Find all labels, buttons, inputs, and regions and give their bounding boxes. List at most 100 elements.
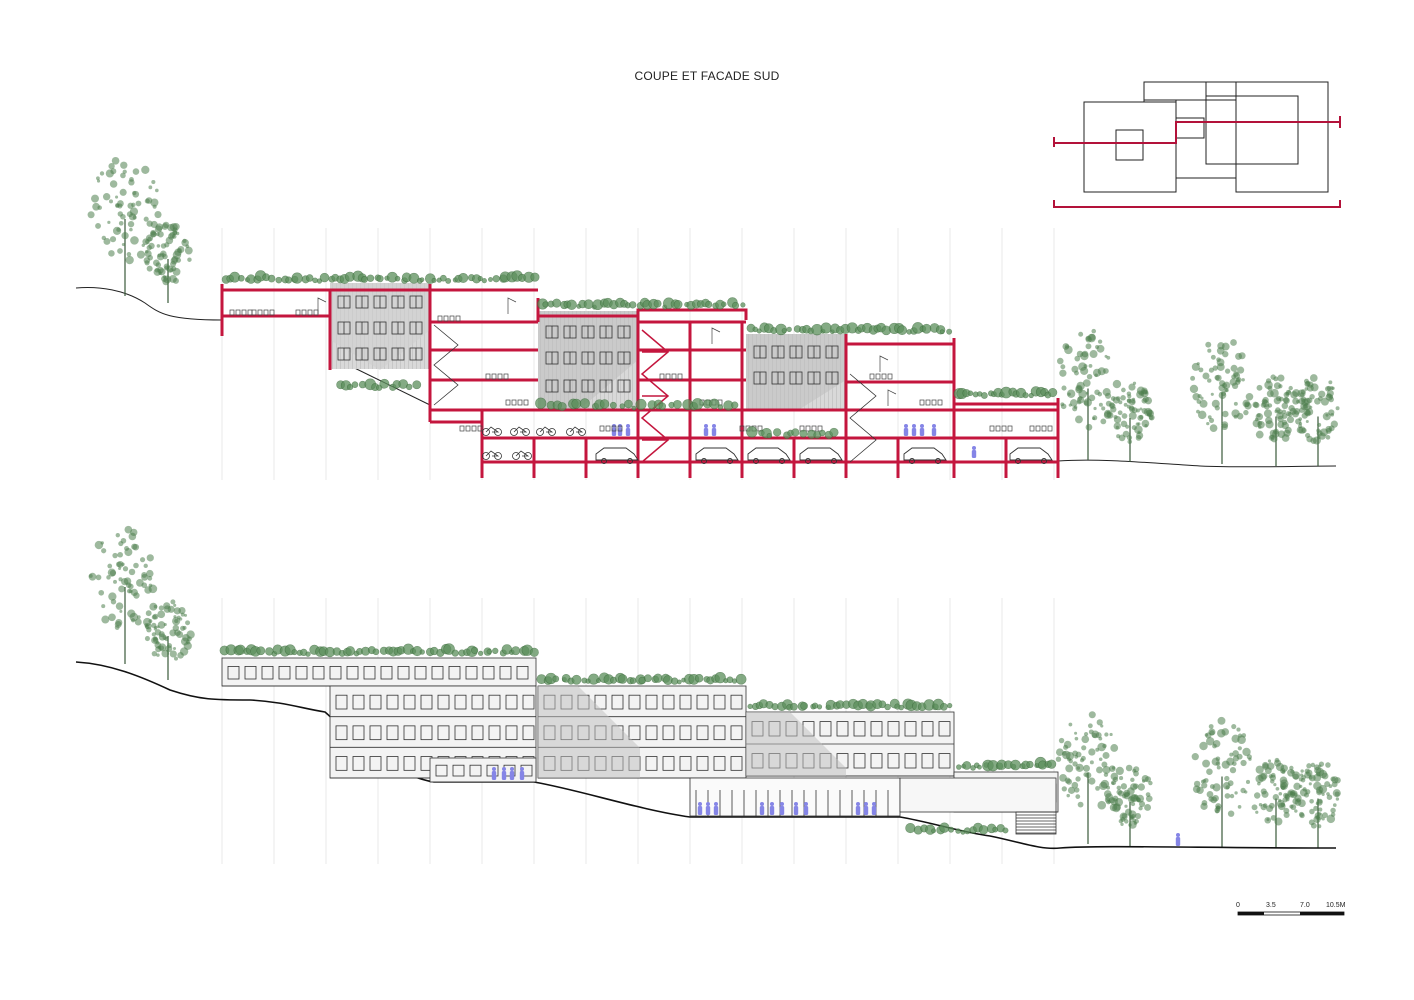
tree-foliage xyxy=(1316,799,1323,806)
facade-person xyxy=(793,806,799,815)
facade-window xyxy=(499,666,512,680)
tree-foliage xyxy=(1124,804,1128,808)
shrub xyxy=(458,272,469,283)
shrub xyxy=(1002,827,1009,834)
tree-foliage xyxy=(1207,348,1212,353)
tree-foliage xyxy=(1198,367,1204,373)
facade-window xyxy=(870,721,883,737)
tree-foliage xyxy=(1205,737,1215,746)
tree-foliage xyxy=(1217,728,1226,738)
tree-foliage xyxy=(1283,807,1290,814)
tree-foliage xyxy=(146,265,153,272)
bicycles xyxy=(482,426,586,460)
chair xyxy=(1007,425,1013,432)
chair xyxy=(1041,425,1047,432)
tree-foliage xyxy=(1121,413,1128,419)
tree-foliage xyxy=(152,204,157,209)
tree-foliage xyxy=(88,574,93,578)
shrub xyxy=(714,672,726,684)
tree-foliage xyxy=(1055,756,1062,762)
tree-foliage xyxy=(1081,735,1090,744)
tree-foliage xyxy=(96,179,101,183)
tree-foliage xyxy=(1095,732,1102,739)
tree-foliage xyxy=(1208,417,1215,423)
tree-foliage xyxy=(1133,766,1140,773)
facade-window xyxy=(488,725,501,741)
tree-foliage xyxy=(1074,787,1080,793)
chair xyxy=(505,399,511,406)
tree-foliage xyxy=(1216,358,1225,367)
shrub xyxy=(440,274,447,282)
tree-foliage xyxy=(1133,770,1139,777)
tree-foliage xyxy=(1315,814,1321,820)
shrub xyxy=(939,329,945,335)
tree-foliage xyxy=(1075,794,1081,799)
tree-foliage xyxy=(1136,432,1144,440)
facade-person xyxy=(1175,837,1181,846)
tree-foliage xyxy=(1229,752,1234,757)
shrub xyxy=(731,401,739,409)
tree-foliage xyxy=(1288,405,1295,412)
shrub xyxy=(963,827,971,835)
lamp xyxy=(507,297,517,314)
tree-foliage xyxy=(1088,729,1094,735)
facade-person-head xyxy=(856,802,860,806)
shrub xyxy=(1022,392,1029,399)
shrub xyxy=(319,272,330,283)
tree-foliage xyxy=(1265,378,1272,384)
chair xyxy=(235,309,241,316)
tree-foliage xyxy=(1318,807,1323,812)
tree-foliage xyxy=(1278,792,1283,796)
tree-foliage xyxy=(1074,736,1079,741)
tree-foliage xyxy=(1261,790,1269,798)
tree-foliage xyxy=(95,574,102,581)
shrub xyxy=(1010,759,1021,771)
tree-foliage xyxy=(1234,791,1238,795)
tree-foliage xyxy=(120,161,128,169)
shrub xyxy=(799,429,808,438)
facade-window xyxy=(482,666,495,680)
car xyxy=(1009,447,1053,461)
chair xyxy=(517,399,523,406)
tree-foliage xyxy=(1284,793,1290,799)
facade-window xyxy=(454,694,467,710)
car-wheel xyxy=(909,458,915,464)
facade-person-head xyxy=(502,767,506,771)
tree-foliage xyxy=(1120,822,1124,826)
tree-foliage xyxy=(1328,425,1335,432)
tree-foliage xyxy=(1124,819,1129,824)
chair xyxy=(295,309,301,316)
chair xyxy=(599,425,605,432)
tree-foliage xyxy=(127,609,136,618)
shrub xyxy=(781,328,787,334)
tree-foliage xyxy=(1095,345,1100,350)
shrub xyxy=(486,648,492,655)
tree-foliage xyxy=(1305,769,1313,777)
tree-foliage xyxy=(1190,375,1196,381)
tree-foliage xyxy=(132,190,140,198)
facade-window xyxy=(469,764,482,777)
tree-foliage xyxy=(1255,765,1264,774)
tree-foliage xyxy=(128,568,136,576)
tree-foliage xyxy=(1217,716,1226,725)
tree-foliage xyxy=(87,211,95,219)
shrub xyxy=(238,274,245,282)
tree-foliage xyxy=(1131,400,1136,404)
facade-window xyxy=(471,725,484,741)
tree-foliage xyxy=(1108,765,1116,772)
tree-foliage xyxy=(1145,792,1151,797)
tree-foliage xyxy=(1141,408,1148,414)
tree-foliage xyxy=(1116,785,1122,791)
facade-window xyxy=(380,666,393,680)
tree-foliage xyxy=(141,165,150,174)
facade-window xyxy=(369,756,382,771)
facade-window xyxy=(921,721,934,737)
shrub xyxy=(635,398,647,410)
tree-foliage xyxy=(1270,815,1277,821)
shrub xyxy=(676,679,682,685)
tree-foliage xyxy=(1139,407,1143,411)
tree-foliage xyxy=(1318,390,1326,398)
tree-foliage xyxy=(1097,339,1103,344)
tree-foliage xyxy=(1302,404,1308,409)
